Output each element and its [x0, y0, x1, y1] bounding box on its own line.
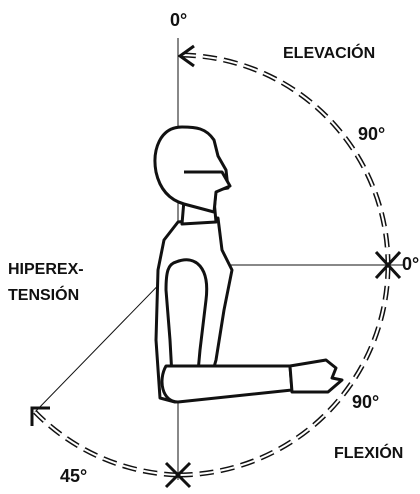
label-ninety-upper: 90° — [358, 124, 385, 144]
label-forty-five: 45° — [60, 466, 87, 486]
upper-arm-outline — [166, 260, 207, 376]
hyperextension-arc-inner — [35, 412, 178, 475]
label-right-zero: 0° — [402, 254, 419, 274]
hand-outline — [290, 360, 342, 392]
label-elevation: ELEVACIÓN — [283, 43, 375, 62]
forearm-outline — [162, 366, 292, 402]
label-top-zero: 0° — [170, 10, 187, 30]
head-outline — [155, 127, 228, 212]
hyperextension-arc — [35, 412, 178, 475]
label-flexion: FLEXIÓN — [334, 443, 403, 462]
label-hyperextension-line2: TENSIÓN — [8, 285, 79, 304]
label-ninety-lower: 90° — [352, 392, 379, 412]
label-hyperextension-line1: HIPEREX- — [8, 261, 84, 278]
